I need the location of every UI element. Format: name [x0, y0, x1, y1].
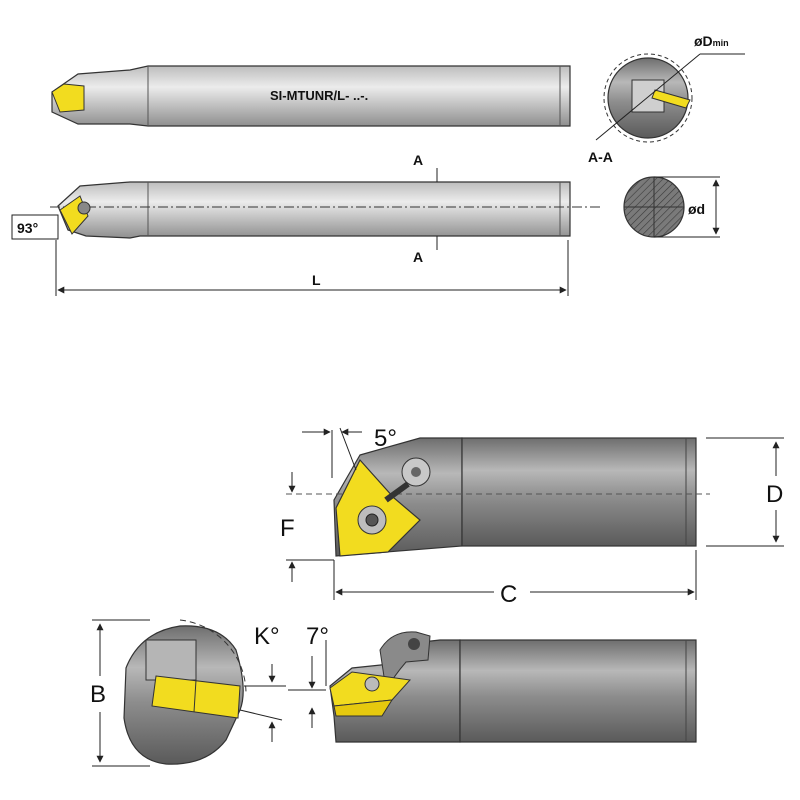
- end-view: B K°: [90, 619, 286, 767]
- top-side-view: SI-MTUNR/L- ..-.: [51, 65, 571, 127]
- label-B: B: [90, 681, 106, 708]
- label-D: D: [766, 481, 783, 508]
- section-insert: [651, 89, 691, 109]
- section-mark-bottom: A: [413, 249, 423, 265]
- angle-7-label: 7°: [306, 623, 329, 650]
- side-head-view: 7°: [288, 623, 697, 743]
- model-code: SI-MTUNR/L- ..-.: [270, 88, 368, 103]
- label-F: F: [280, 515, 295, 542]
- label-C: C: [500, 581, 517, 608]
- section-mark-top: A: [413, 152, 423, 168]
- length-label: L: [312, 272, 321, 288]
- angle-5-label: 5°: [374, 425, 397, 452]
- shank-dia-label: ød: [688, 201, 705, 217]
- detail-head-view: 5° F D C: [280, 425, 784, 608]
- top-insert: [51, 83, 85, 113]
- label-K: K°: [254, 623, 280, 650]
- plan-view: A A 93° L: [11, 152, 600, 296]
- section-label: A-A: [588, 149, 613, 165]
- angle-93-label: 93°: [17, 220, 38, 236]
- end-insert: [151, 675, 241, 719]
- dmin-label: øDmin: [694, 33, 729, 49]
- section-aa-view: øDmin A-A: [588, 33, 745, 165]
- shank-section: ød: [623, 176, 720, 238]
